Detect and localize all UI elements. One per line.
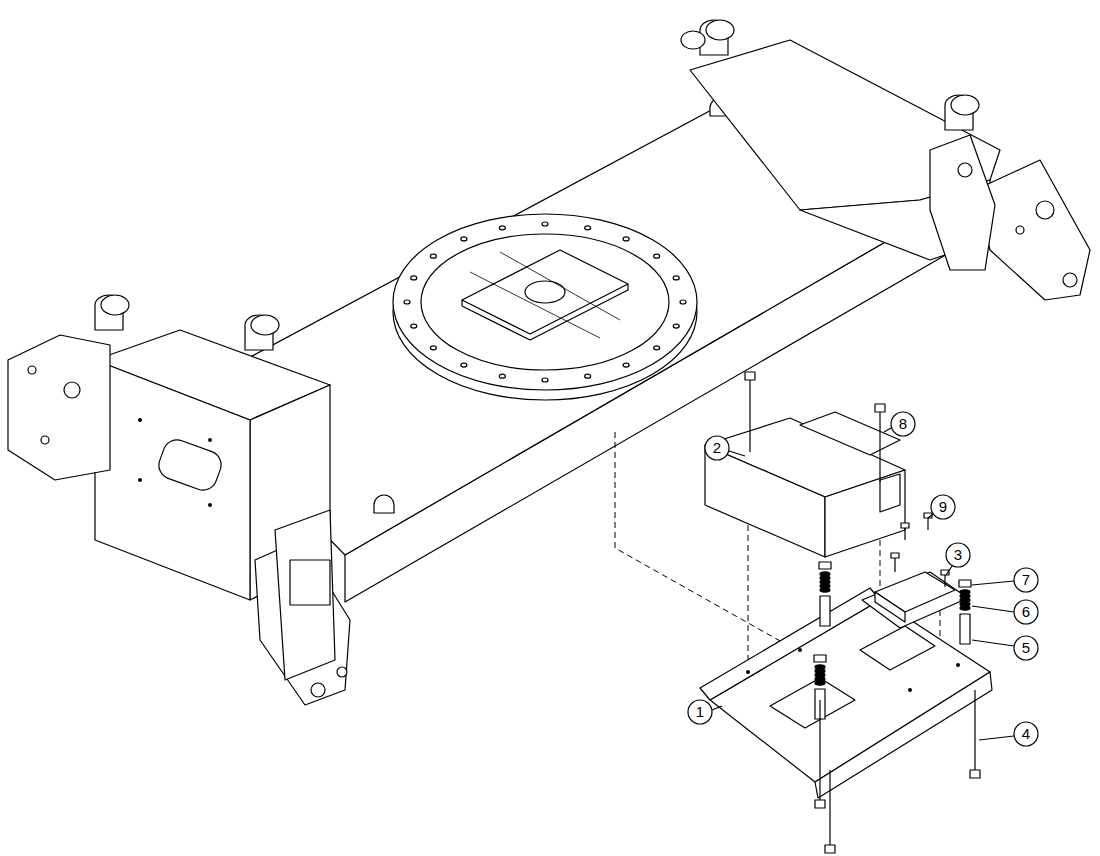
bolt-hole (623, 363, 629, 367)
small-module (862, 572, 968, 628)
slewing-ring (393, 214, 697, 400)
callout-number: 1 (688, 700, 712, 724)
bolt-hole (673, 276, 679, 280)
spacer-stacks (814, 562, 971, 719)
bolt-hole (654, 346, 660, 350)
bolt-hole (585, 374, 591, 378)
bolt-hole (654, 254, 660, 258)
bolt-hole (680, 300, 686, 304)
spacer (960, 614, 970, 644)
callout-number: 3 (946, 543, 970, 567)
callout-number: 7 (1014, 568, 1038, 592)
bolt-hole (585, 226, 591, 230)
bolt-hole (542, 378, 548, 382)
spacer (820, 596, 830, 626)
screws (891, 513, 949, 587)
bolt-hole (411, 276, 417, 280)
bottom-bolts (815, 690, 980, 853)
nut (959, 580, 971, 587)
spring-coil (815, 681, 825, 685)
bolt-hole (461, 363, 467, 367)
nut (819, 562, 831, 569)
bolt-hole (673, 324, 679, 328)
left-end-bracket (8, 295, 350, 705)
leader-lines (712, 428, 1014, 740)
callout-number: 4 (1014, 722, 1038, 746)
spring-coil (820, 588, 830, 592)
callout-number: 6 (1014, 600, 1038, 624)
nut (814, 655, 826, 662)
callout-number: 5 (1014, 636, 1038, 660)
bolt-hole (404, 300, 410, 304)
bolt-hole (411, 324, 417, 328)
spring-coil (960, 606, 970, 610)
bolt-hole (430, 254, 436, 258)
mounting-tray (700, 588, 992, 798)
long-bolts (745, 372, 885, 482)
bolt-hole (461, 237, 467, 241)
callout-number: 9 (931, 495, 955, 519)
callout-number: 8 (891, 412, 915, 436)
bolt-hole (623, 237, 629, 241)
callout-circles (688, 412, 1038, 746)
bolt-hole (499, 226, 505, 230)
right-end-bracket (681, 20, 1090, 300)
callout-number: 2 (705, 436, 729, 460)
control-box (705, 412, 905, 557)
pin-bosses (95, 295, 279, 350)
bolt-hole (430, 346, 436, 350)
bolt-hole (499, 374, 505, 378)
bolt-hole (542, 222, 548, 226)
